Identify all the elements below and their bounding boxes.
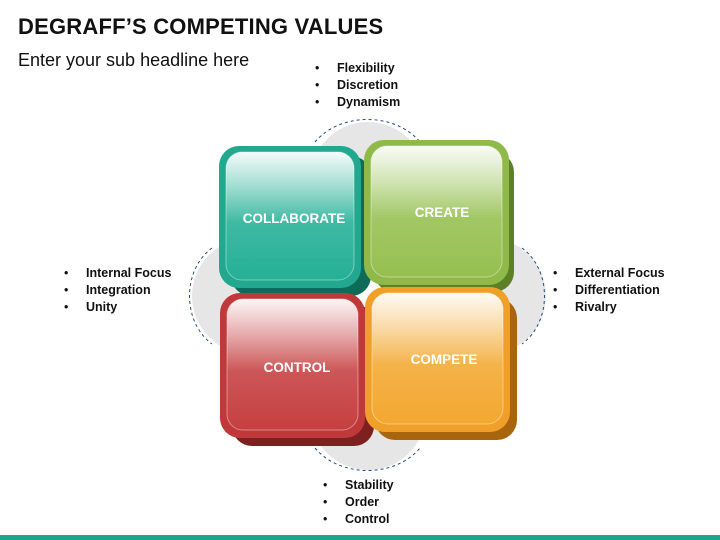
list-item: Internal Focus <box>62 265 171 282</box>
quadrant-collaborate: COLLABORATE <box>219 146 371 296</box>
page-title: DEGRAFF’S COMPETING VALUES <box>18 14 384 39</box>
list-item: Discretion <box>313 77 400 94</box>
quadrant-label-collaborate: COLLABORATE <box>243 211 346 226</box>
quadrant-label-create: CREATE <box>415 205 470 220</box>
bullet-list-left: Internal Focus Integration Unity <box>62 265 171 316</box>
quadrant-control: CONTROL <box>220 293 374 446</box>
accent-bar <box>0 535 720 540</box>
list-item: Differentiation <box>551 282 665 299</box>
list-item: Control <box>321 511 394 528</box>
list-item: Integration <box>62 282 171 299</box>
bullet-list-bottom: Stability Order Control <box>321 477 394 528</box>
list-item: External Focus <box>551 265 665 282</box>
list-item: Flexibility <box>313 60 400 77</box>
bullet-list-top: Flexibility Discretion Dynamism <box>313 60 400 111</box>
list-item: Order <box>321 494 394 511</box>
quadrant-create: CREATE <box>364 140 514 292</box>
list-item: Dynamism <box>313 94 400 111</box>
list-item: Unity <box>62 299 171 316</box>
bullet-list-right: External Focus Differentiation Rivalry <box>551 265 665 316</box>
list-item: Stability <box>321 477 394 494</box>
quadrant-label-control: CONTROL <box>264 360 331 375</box>
quadrant-label-compete: COMPETE <box>411 352 478 367</box>
page-subtitle: Enter your sub headline here <box>18 50 250 70</box>
list-item: Rivalry <box>551 299 665 316</box>
quadrant-compete: COMPETE <box>365 287 517 440</box>
